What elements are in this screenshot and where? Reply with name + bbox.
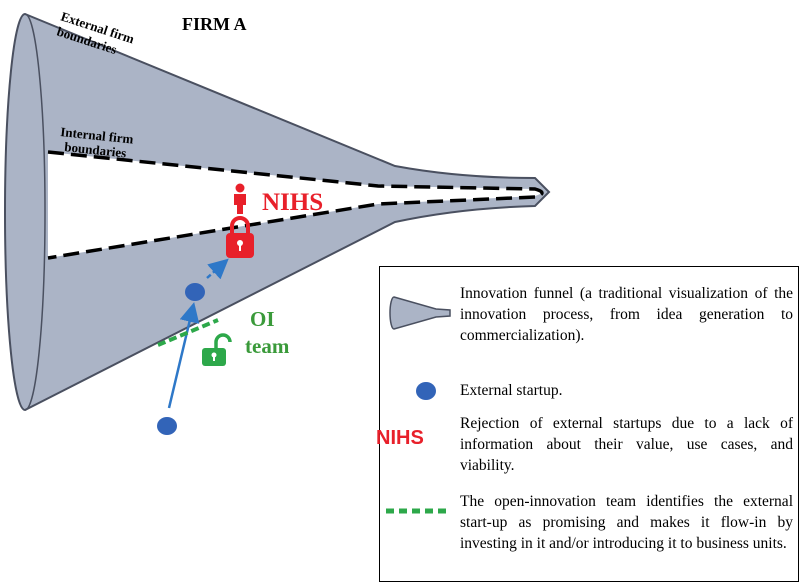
oi-label-1: OI: [250, 307, 275, 331]
legend-startup-text: External startup.: [460, 382, 563, 399]
person-icon: [234, 183, 246, 214]
oi-label-2: team: [245, 334, 290, 358]
legend-nihs-label: NIHS: [376, 427, 424, 449]
oi-team-boundary-line: [157, 318, 219, 347]
funnel-icon: [389, 296, 451, 330]
external-startup-outside: [157, 417, 177, 435]
nihs-label: NIHS: [262, 189, 323, 216]
unlocked-padlock-icon: [202, 333, 232, 366]
flow-arrow-upper: [206, 258, 229, 280]
internal-boundary-upper-line: [47, 150, 544, 199]
internal-boundary-lower-line: [47, 195, 536, 260]
flow-arrow-lower: [167, 302, 200, 409]
legend-box: Innovation funnel (a traditional visuali…: [376, 266, 799, 582]
oi-dash-icon: [386, 508, 450, 514]
locked-padlock-icon: [226, 216, 254, 258]
startup-dot-icon: [416, 382, 436, 400]
firm-title: FIRM A: [182, 14, 247, 34]
internal-boundary-label-2: boundaries: [64, 139, 127, 160]
external-startup-inside: [185, 283, 205, 301]
funnel-mouth-edge: [24, 13, 46, 411]
legend-oi-text: The open-innovation team identifies the …: [460, 493, 793, 552]
legend-nihs-text: Rejection of external startups due to a …: [460, 415, 793, 474]
internal-firm-region: [48, 152, 542, 258]
legend-funnel-text: Innovation funnel (a traditional visuali…: [460, 285, 793, 344]
